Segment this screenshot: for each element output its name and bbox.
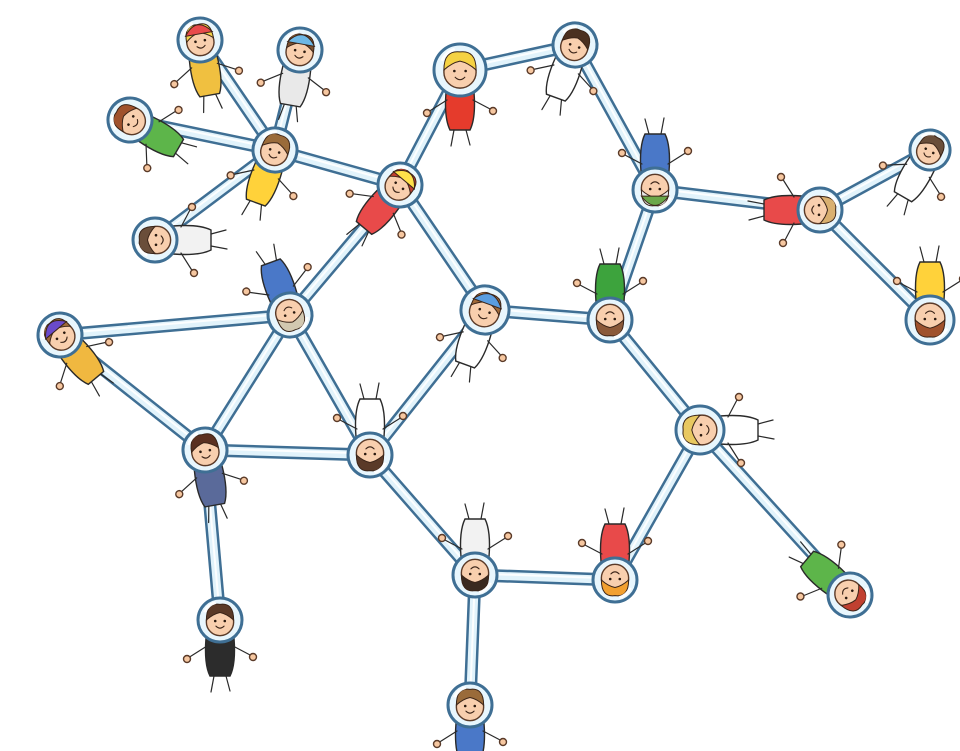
person-head bbox=[355, 438, 385, 472]
person-head bbox=[443, 51, 477, 89]
person-head bbox=[285, 33, 316, 67]
person-body bbox=[572, 247, 648, 303]
person-body bbox=[422, 91, 498, 147]
person-in-bubble bbox=[422, 42, 498, 147]
person-body bbox=[892, 245, 960, 301]
person-head bbox=[914, 302, 946, 338]
person-head bbox=[559, 27, 591, 62]
person-in-bubble bbox=[674, 392, 775, 468]
person-body bbox=[182, 637, 258, 693]
person-in-bubble bbox=[577, 507, 653, 604]
people-nodes bbox=[36, 16, 960, 751]
connection-tubes bbox=[53, 33, 937, 712]
person-in-bubble bbox=[892, 245, 960, 346]
person-head bbox=[915, 134, 945, 165]
person-in-bubble bbox=[878, 128, 952, 216]
person-head bbox=[184, 23, 215, 57]
person-body bbox=[719, 392, 775, 468]
person-body bbox=[170, 54, 244, 114]
person-in-bubble bbox=[526, 21, 599, 116]
person-body bbox=[747, 172, 803, 248]
person-head bbox=[43, 318, 76, 351]
person-in-bubble bbox=[131, 202, 228, 278]
person-head bbox=[205, 603, 235, 637]
person-head bbox=[600, 563, 630, 597]
person-head bbox=[460, 558, 490, 592]
person-in-bubble bbox=[345, 161, 424, 247]
person-head bbox=[468, 291, 503, 328]
person-head bbox=[455, 688, 485, 722]
person-in-bubble bbox=[36, 311, 114, 397]
person-in-bubble bbox=[572, 247, 648, 344]
person-in-bubble bbox=[437, 502, 513, 599]
person-in-bubble bbox=[256, 26, 331, 123]
person-head bbox=[834, 579, 867, 612]
person-in-bubble bbox=[182, 596, 258, 693]
person-in-bubble bbox=[747, 172, 844, 248]
person-head bbox=[259, 132, 291, 167]
person-body bbox=[577, 507, 653, 563]
person-in-bubble bbox=[170, 16, 244, 114]
person-head bbox=[640, 173, 670, 207]
person-head bbox=[384, 168, 417, 201]
person-body bbox=[172, 202, 228, 278]
person-in-bubble bbox=[175, 426, 249, 524]
person-head bbox=[190, 433, 220, 467]
person-body bbox=[437, 502, 513, 558]
person-in-bubble bbox=[788, 540, 874, 619]
person-in-bubble bbox=[332, 382, 408, 479]
person-body bbox=[332, 382, 408, 438]
person-body bbox=[175, 464, 249, 524]
person-in-bubble bbox=[617, 117, 693, 214]
connection-tube bbox=[198, 308, 297, 457]
person-head bbox=[595, 303, 625, 337]
connection-tube bbox=[363, 448, 482, 582]
person-in-bubble bbox=[432, 681, 508, 751]
person-in-bubble bbox=[106, 96, 198, 173]
person-in-bubble bbox=[435, 284, 511, 383]
connection-tube bbox=[53, 308, 297, 342]
person-body bbox=[617, 117, 693, 173]
person-head bbox=[138, 225, 172, 255]
person-in-bubble bbox=[226, 126, 299, 221]
person-head bbox=[274, 298, 306, 333]
person-body bbox=[432, 722, 508, 751]
connection-tube bbox=[813, 203, 937, 327]
person-head bbox=[682, 414, 718, 446]
person-in-bubble bbox=[242, 243, 314, 339]
connection-tube bbox=[198, 443, 377, 462]
person-head bbox=[803, 195, 837, 225]
person-body bbox=[256, 64, 331, 123]
